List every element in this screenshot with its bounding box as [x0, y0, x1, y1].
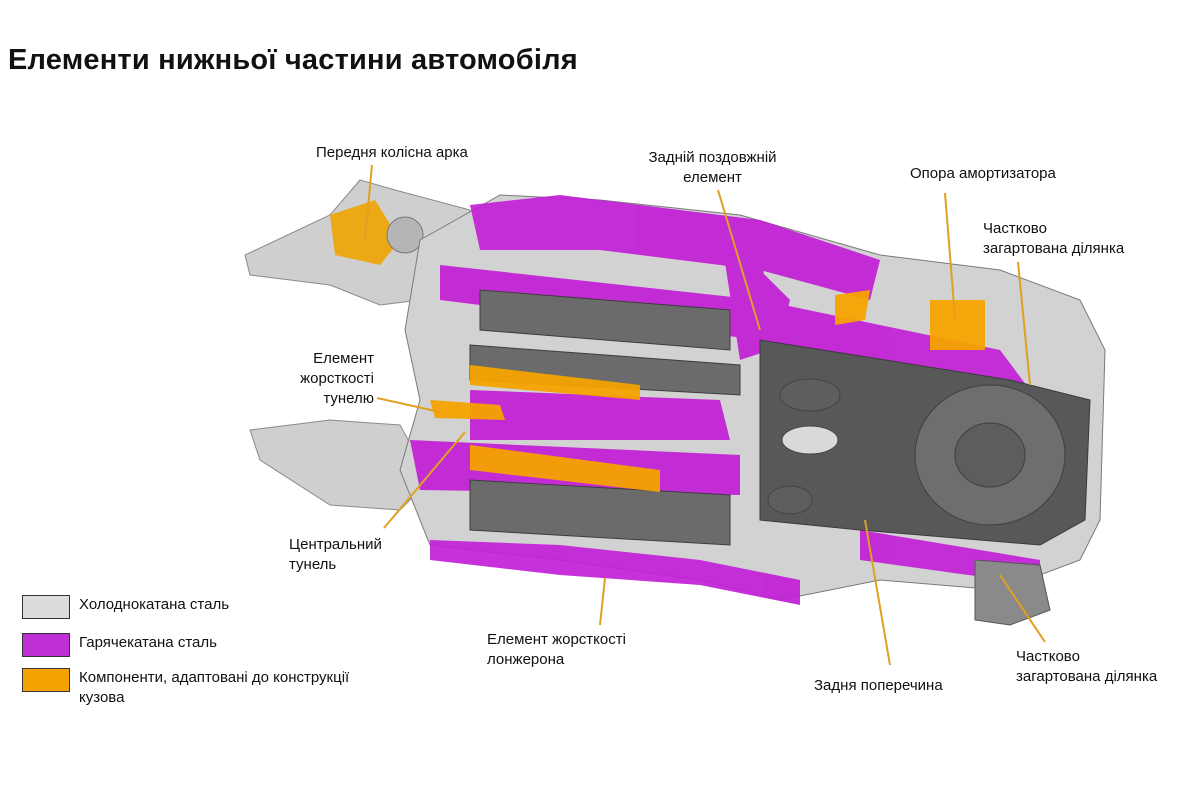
label-rear-longitudinal: Задній поздовжній елемент [625, 148, 800, 188]
legend-item-tailored: Компоненти, адаптовані до конструкції ку… [22, 668, 349, 708]
legend-item-hot-rolled: Гарячекатана сталь [22, 633, 217, 657]
legend-label: кузова [79, 688, 349, 708]
label-rail-stiffener: Елемент жорсткості лонжерона [487, 630, 626, 670]
label-partial-hardened-top: Частково загартована ділянка [983, 219, 1124, 259]
label-central-tunnel: Центральний тунель [289, 535, 382, 575]
legend-swatch-tailored [22, 668, 70, 692]
label-shock-mount: Опора амортизатора [910, 164, 1056, 184]
label-tunnel-stiffener: Елемент жорсткості тунелю [268, 349, 374, 409]
legend-label: Гарячекатана сталь [79, 633, 217, 653]
legend-label: Холоднокатана сталь [79, 595, 229, 615]
label-rear-crossmember: Задня поперечина [814, 676, 943, 696]
legend-swatch-hot-rolled [22, 633, 70, 657]
legend-swatch-cold-rolled [22, 595, 70, 619]
label-partial-hardened-bottom: Частково загартована ділянка [1016, 647, 1157, 687]
label-front-wheel-arch: Передня колісна арка [316, 143, 468, 163]
legend-label: Компоненти, адаптовані до конструкції [79, 668, 349, 688]
legend-item-cold-rolled: Холоднокатана сталь [22, 595, 229, 619]
